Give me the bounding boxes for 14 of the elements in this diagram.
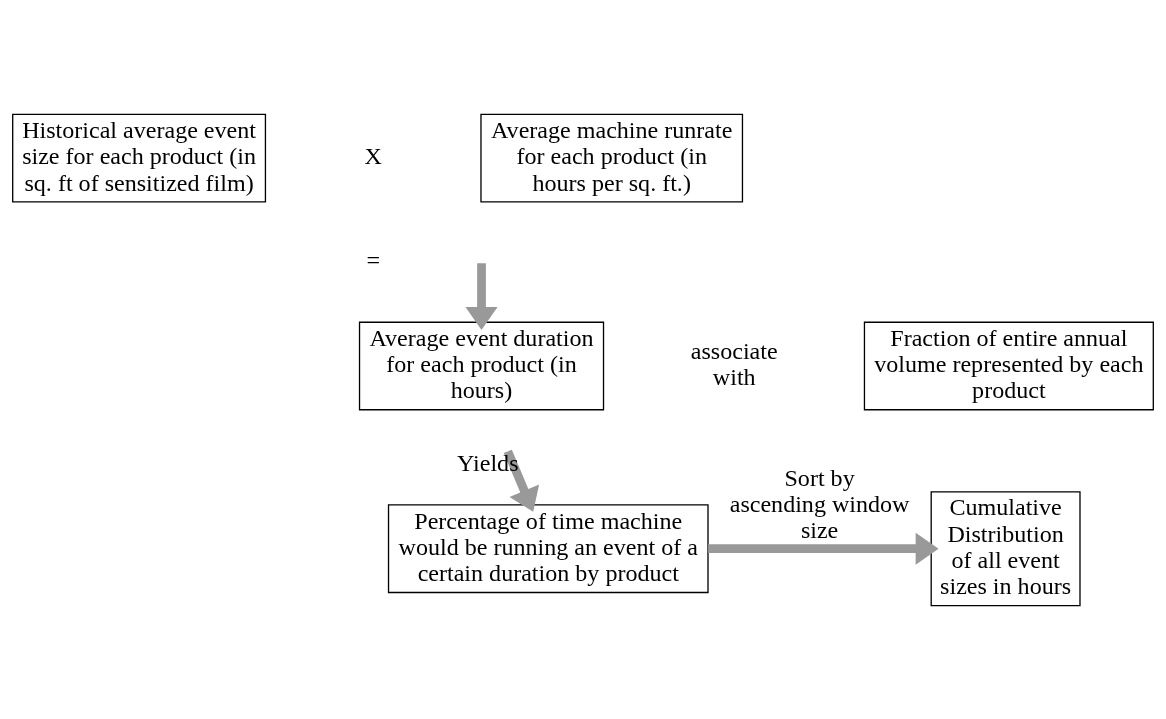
edge-label: Yields — [457, 449, 519, 476]
node-box: Historical average event size for each product (in sq. ft of sensitized film) — [12, 113, 267, 203]
arrow — [708, 532, 939, 565]
node-box: Average event duration for each product (in hours) — [358, 321, 605, 410]
label: X — [364, 142, 382, 169]
node-box: Average machine runrate for each product (in hours per sq. ft.) — [480, 113, 744, 203]
edge-label: Sort by ascending window size — [729, 464, 910, 543]
node-box: Cumulative Distribution of all event sizes in hours — [930, 490, 1081, 606]
arrow — [503, 449, 540, 512]
label: associate with — [690, 337, 778, 390]
label: = — [366, 246, 380, 273]
arrow — [465, 262, 498, 330]
node-box: Percentage of time machine would be running an event of a certain duration by product — [387, 503, 709, 593]
node-box: Fraction of entire annual volume represented by each product — [863, 321, 1154, 410]
